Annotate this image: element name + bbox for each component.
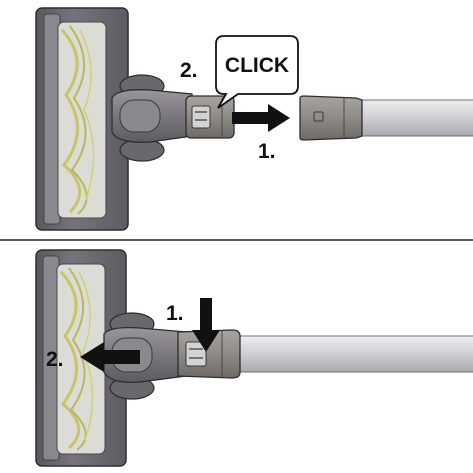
panel-bottom: 1. 2. (35, 249, 473, 467)
step-click-label: 2. (180, 59, 198, 82)
step-press-label: 1. (166, 302, 184, 325)
neck-joint-top (111, 74, 193, 162)
floor-head-top (35, 7, 129, 231)
extension-tube-top (299, 95, 473, 141)
panel-top: CLICK 2. 1. (35, 7, 473, 231)
click-callout-text: CLICK (225, 54, 289, 77)
tube-connection-bottom (177, 329, 473, 379)
head-connector-top (185, 95, 235, 139)
click-callout: CLICK (215, 35, 299, 109)
step-connect-label: 1. (258, 140, 276, 163)
arrow-down-icon (192, 298, 220, 352)
arrow-right-icon (232, 104, 290, 132)
arrow-left-icon (80, 342, 140, 372)
floor-head-bottom (35, 249, 127, 467)
step-pull-label: 2. (46, 348, 64, 371)
